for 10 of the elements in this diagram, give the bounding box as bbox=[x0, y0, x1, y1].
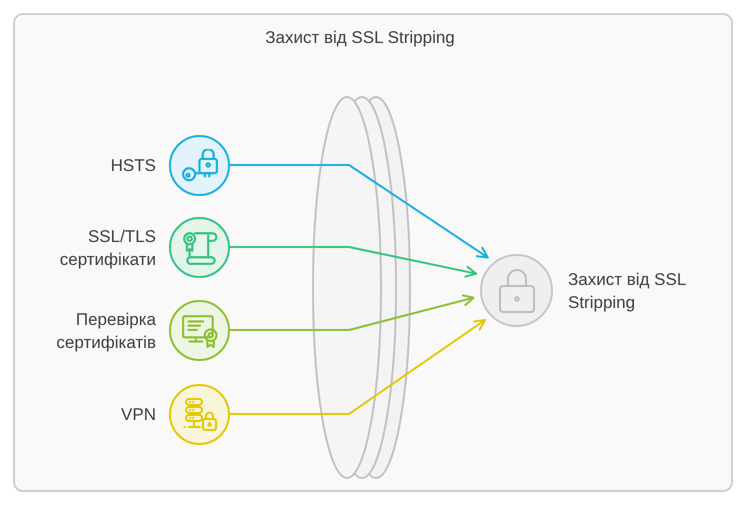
node-label: Захист від SSL Stripping bbox=[568, 268, 687, 314]
node-label: VPN bbox=[121, 404, 156, 426]
node-label: Перевірка сертифікатів bbox=[55, 308, 156, 354]
node-label: SSL/TLS сертифікати bbox=[58, 226, 156, 270]
node-label: HSTS bbox=[110, 155, 156, 177]
arrow bbox=[229, 164, 489, 258]
arrow bbox=[229, 246, 478, 278]
arrow bbox=[229, 318, 486, 415]
diagram-title: Захист від SSL Stripping bbox=[264, 27, 456, 49]
arrow bbox=[229, 294, 475, 331]
